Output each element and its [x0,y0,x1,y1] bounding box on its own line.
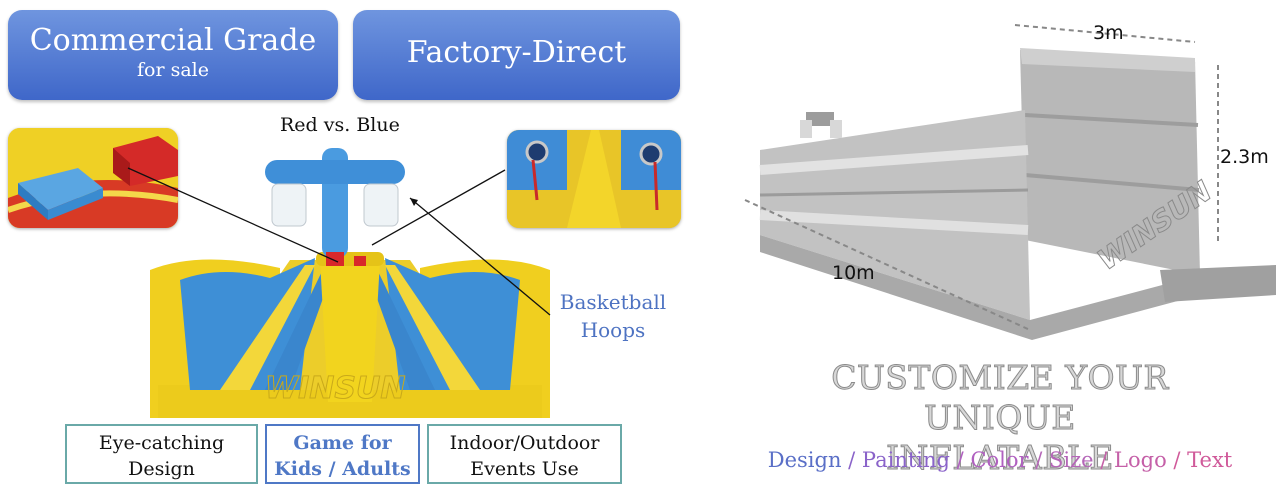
feature-line: Eye-catching [98,432,225,454]
feature-indoor-outdoor-use: Indoor/Outdoor Events Use [427,424,622,484]
height-dimension-label: 2.3m [1220,146,1269,168]
customization-options: Design / Painting / Color / Size / Logo … [760,448,1240,472]
commercial-grade-title: Commercial Grade [29,23,317,58]
feature-line: Indoor/Outdoor [449,432,600,454]
option-separator: / [1166,448,1188,472]
hoop-lane-detail-photo [507,130,681,228]
basketball-hoops-line1: Basketball [559,290,667,314]
factory-direct-banner: Factory-Direct [353,10,680,100]
option-size: Size [1048,448,1094,472]
commercial-grade-banner: Commercial Grade for sale [8,10,338,100]
customize-heading-line1: CUSTOMIZE YOUR UNIQUE [831,358,1169,438]
feature-line: Game for [293,432,392,454]
customize-heading-line2: INFLATABLE [885,438,1115,478]
option-text: Text [1187,448,1233,472]
feature-game-for-kids-adults: Game for Kids / Adults [265,424,420,484]
factory-direct-title: Factory-Direct [406,35,627,70]
for-sale-subtitle: for sale [137,59,209,81]
option-design: Design [767,448,842,472]
basketball-hoops-caption: Basketball Hoops [548,288,678,344]
option-separator: / [1093,448,1115,472]
feature-eye-catching-design: Eye-catching Design [65,424,258,484]
width-dimension-label: 3m [1093,22,1124,44]
red-vs-blue-caption: Red vs. Blue [280,114,400,136]
winsun-watermark: WINSUN [265,371,405,406]
option-separator: / [950,448,971,472]
option-painting: Painting [861,448,950,472]
feature-line: Events Use [470,458,579,480]
customize-heading: CUSTOMIZE YOUR UNIQUE INFLATABLE [760,358,1240,478]
option-color: Color [970,448,1029,472]
feature-line: Kids / Adults [274,458,411,480]
grayscale-dimension-illustration: WINSUN [744,24,1276,340]
feature-line: Design [128,458,195,480]
length-dimension-label: 10m [832,262,875,284]
inflatable-basketball-game-illustration: WINSUN [150,148,550,418]
option-separator: / [841,448,862,472]
option-logo: Logo [1114,448,1167,472]
option-separator: / [1028,448,1049,472]
basketball-hoops-line2: Hoops [580,318,646,342]
hoop-lane-illustration [507,130,681,228]
